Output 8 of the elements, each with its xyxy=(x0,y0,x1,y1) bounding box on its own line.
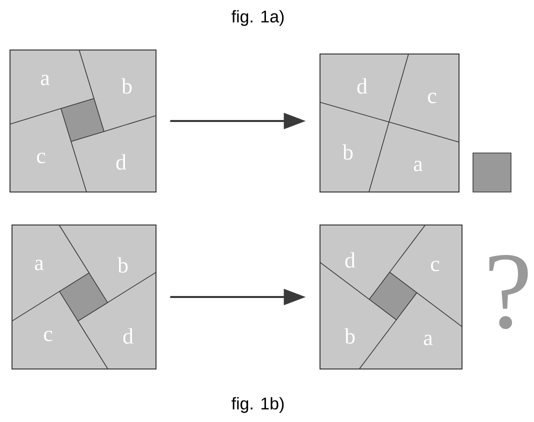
question-mark: ? xyxy=(489,254,528,330)
puzzle-square-drawing xyxy=(320,54,460,192)
puzzle-square-drawing xyxy=(12,224,156,370)
square-tile xyxy=(472,152,512,192)
figure-caption: fig. 1a) xyxy=(232,10,284,26)
puzzle-square-drawing xyxy=(320,224,462,370)
figure-caption: fig. 1b) xyxy=(232,397,284,413)
puzzle-square-drawing xyxy=(10,50,156,192)
